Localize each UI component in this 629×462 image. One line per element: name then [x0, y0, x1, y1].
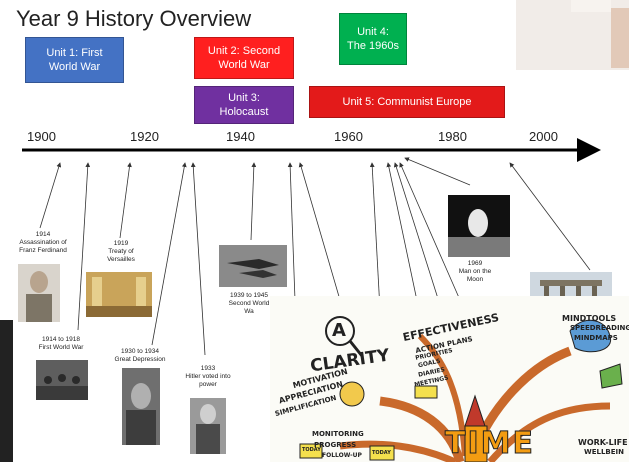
event-moon-line2: Man on the [458, 268, 492, 275]
corner-photo [516, 0, 629, 70]
event-hitler-caption: 1933 Hitler voted into power [175, 365, 241, 389]
event-hitler-year: 1933 [200, 365, 216, 372]
mindmap-work-life: WORK-LIFE [578, 438, 628, 447]
event-ww2-line3: Wa [244, 308, 254, 315]
unit-3-box: Unit 3: Holocaust [194, 86, 294, 124]
mindmap-monitoring: MONITORING [312, 430, 364, 438]
mindmap-letter-a: A [332, 320, 346, 341]
event-ww1-line2: First World War [38, 344, 84, 351]
ferdinand-portrait [18, 264, 60, 322]
event-ferdinand-line2: Assassination of [19, 239, 67, 246]
event-hitler-line2: Hitler voted into [185, 373, 231, 380]
event-moon-line3: Moon [466, 276, 484, 283]
unit-1-line1: Unit 1: First [46, 47, 103, 59]
unit-1-line2: World War [48, 61, 101, 73]
year-label-2000: 2000 [529, 129, 558, 144]
ww1-troops-photo [36, 360, 88, 400]
left-edge-strip [0, 320, 13, 462]
event-moon-year: 1969 [467, 260, 483, 267]
hitler-photo [190, 398, 226, 454]
unit-4-line1: Unit 4: [357, 26, 389, 38]
versailles-painting [86, 272, 152, 317]
event-ww1-caption: 1914 to 1918 First World War [24, 336, 98, 352]
depression-photo [122, 368, 160, 445]
unit-5-line1: Unit 5: Communist Europe [342, 96, 472, 108]
unit-2-line2: World War [218, 59, 270, 71]
moon-landing-photo [448, 195, 510, 257]
event-versailles-line3: Versailles [107, 256, 135, 263]
mindmap-mindtools: MINDTOOLS [562, 314, 617, 323]
year-label-1980: 1980 [438, 129, 467, 144]
mindmap-progress: PROGRESS [314, 441, 357, 449]
unit-5-box: Unit 5: Communist Europe [309, 86, 505, 118]
ww2-aircraft-photo [219, 245, 287, 287]
unit-3-line2: Holocaust [219, 106, 269, 118]
unit-4-box: Unit 4: The 1960s [339, 13, 407, 65]
year-label-1960: 1960 [334, 129, 363, 144]
event-versailles-caption: 1919 Treaty of Versailles [96, 240, 146, 264]
unit-3-line1: Unit 3: [228, 92, 260, 104]
mindmap-drawing [299, 316, 623, 462]
event-ferdinand-year: 1914 [35, 231, 51, 238]
event-ferdinand-line3: Franz Ferdinand [19, 247, 67, 254]
page-title: Year 9 History Overview [16, 6, 252, 31]
event-versailles-year: 1919 [113, 240, 129, 247]
mindmap-today-2: TODAY [372, 450, 391, 456]
event-ww2-line2: Second World [228, 300, 270, 307]
mindmap-wellbeing: WELLBEIN [584, 448, 625, 456]
event-moon-caption: 1969 Man on the Moon [448, 260, 502, 284]
unit-4-line2: The 1960s [347, 40, 399, 52]
year-label-1900: 1900 [27, 129, 56, 144]
event-ferdinand-caption: 1914 Assassination of Franz Ferdinand [8, 231, 78, 255]
mindmap-time-word: TIME [445, 426, 535, 462]
mindmap-today: TODAY [302, 447, 321, 453]
event-ww2-years: 1939 to 1945 [230, 292, 268, 299]
mindmap-follow-up: FOLLOW-UP [322, 452, 362, 459]
year-label-1920: 1920 [130, 129, 159, 144]
mindmap-speedreading: SPEEDREADING [570, 324, 629, 332]
unit-2-line1: Unit 2: Second [207, 45, 281, 57]
event-hitler-line3: power [199, 381, 217, 388]
event-depression-caption: 1930 to 1934 Great Depression [108, 348, 172, 364]
time-management-mindmap: A CLARITY MOTIVATION APPRECIATION SIMPLI… [270, 296, 629, 462]
event-ww2-caption: 1939 to 1945 Second World Wa [220, 292, 278, 316]
event-versailles-line2: Treaty of [108, 248, 134, 255]
event-ww1-years: 1914 to 1918 [42, 336, 80, 343]
event-depression-years: 1930 to 1934 [121, 348, 159, 355]
mindmap-mindmaps: MINDMAPS [574, 334, 618, 342]
event-depression-line2: Great Depression [114, 356, 166, 363]
year-label-1940: 1940 [226, 129, 255, 144]
